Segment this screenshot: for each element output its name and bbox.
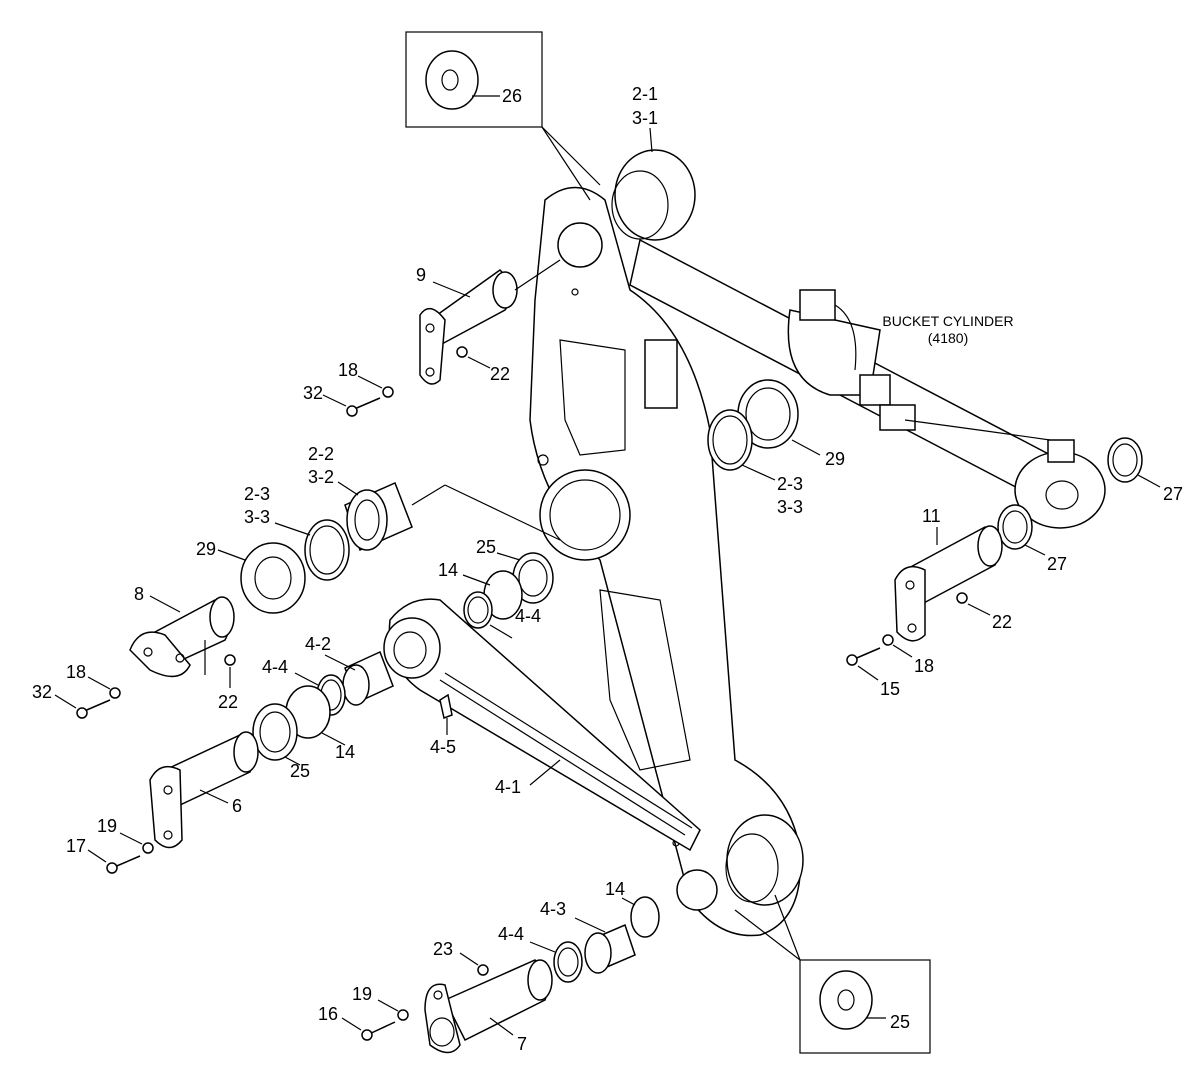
label-22-c: 22 <box>992 612 1012 632</box>
label-2-2: 2-2 <box>308 444 334 464</box>
label-2-1: 2-1 <box>632 84 658 104</box>
label-8: 8 <box>134 584 144 604</box>
label-32-b: 32 <box>32 682 52 702</box>
label-4-2: 4-2 <box>305 634 331 654</box>
label-17: 17 <box>66 836 86 856</box>
label-14-c: 14 <box>605 879 625 899</box>
top-bushing <box>611 149 696 241</box>
label-11: 11 <box>922 506 941 526</box>
label-7: 7 <box>517 1034 527 1054</box>
label-4-4-c: 4-4 <box>498 924 524 944</box>
label-25-a: 25 <box>476 537 496 557</box>
label-3-3-b: 3-3 <box>777 497 803 517</box>
bucket-cylinder-code: (4180) <box>928 330 968 346</box>
inset-box-washer-25: 25 <box>734 894 931 1054</box>
label-18-a: 18 <box>338 360 358 380</box>
label-2-3-a: 2-3 <box>244 484 270 504</box>
label-32-a: 32 <box>303 383 323 403</box>
label-18-b: 18 <box>66 662 86 682</box>
label-3-2: 3-2 <box>308 467 334 487</box>
bottom-bushing-assembly: 14 4-3 4-4 <box>498 879 660 983</box>
label-2-3-b: 2-3 <box>777 474 803 494</box>
label-4-3: 4-3 <box>540 899 566 919</box>
pin-6-assembly: 6 19 17 <box>66 731 259 874</box>
label-19-a: 19 <box>97 816 117 836</box>
label-29-a: 29 <box>196 539 216 559</box>
washers-27: 27 27 <box>997 437 1183 574</box>
label-3-3-a: 3-3 <box>244 507 270 527</box>
label-19-b: 19 <box>352 984 372 1004</box>
label-22-b: 22 <box>218 692 238 712</box>
label-29-b: 29 <box>825 449 845 469</box>
pin-11-assembly: 11 22 18 15 <box>846 506 1012 699</box>
label-27-b: 27 <box>1047 554 1067 574</box>
label-14-a: 14 <box>438 560 458 580</box>
link-rings-upper: 25 14 4-4 <box>438 537 554 639</box>
bucket-cylinder-name: BUCKET CYLINDER <box>882 313 1013 329</box>
label-6: 6 <box>232 796 242 816</box>
label-16: 16 <box>318 1004 338 1024</box>
label-4-1: 4-1 <box>495 777 521 797</box>
bushing-4-2-assembly: 4-2 4-4 14 25 <box>252 634 394 781</box>
label-26: 26 <box>502 86 522 106</box>
label-9: 9 <box>416 265 426 285</box>
label-15: 15 <box>880 679 900 699</box>
bell-crank-lever <box>529 186 802 937</box>
label-18-c: 18 <box>914 656 934 676</box>
label-25-inset: 25 <box>890 1012 910 1032</box>
bushing-2-2-assembly: 2-2 3-2 2-3 3-3 29 <box>196 444 561 614</box>
inset-box-washer-26: 26 <box>405 31 601 201</box>
pin-9-assembly: 9 22 18 32 <box>303 259 561 417</box>
pin-7-assembly: 7 23 19 16 <box>318 939 553 1054</box>
right-ring-assembly: 29 2-3 3-3 <box>707 379 845 517</box>
label-14-b: 14 <box>335 742 355 762</box>
link-4-1: 4-5 4-1 <box>383 598 701 852</box>
label-22-a: 22 <box>490 364 510 384</box>
bucket-cylinder: BUCKET CYLINDER (4180) <box>629 238 1106 529</box>
label-4-4-b: 4-4 <box>262 657 288 677</box>
label-25-b: 25 <box>290 761 310 781</box>
label-4-4-a: 4-4 <box>515 606 541 626</box>
label-23: 23 <box>433 939 453 959</box>
label-27-a: 27 <box>1163 484 1183 504</box>
bottom-bushing <box>725 814 804 906</box>
label-4-5: 4-5 <box>430 737 456 757</box>
label-3-1: 3-1 <box>632 108 658 128</box>
pin-8-assembly: 8 22 18 32 <box>32 584 238 719</box>
